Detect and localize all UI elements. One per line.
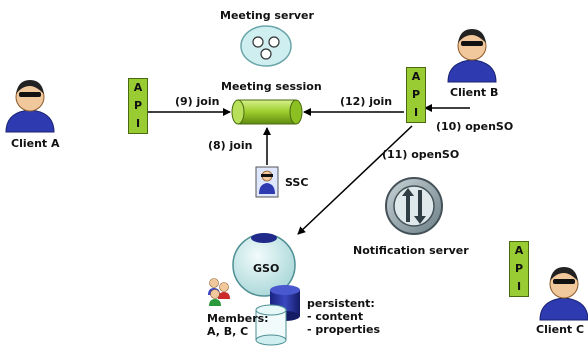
meeting-session-label: Meeting session [221, 80, 322, 93]
persistent-line: - properties [307, 323, 381, 336]
api-letter: P [133, 99, 143, 112]
persistent-line: persistent: [307, 297, 375, 310]
members-line: A, B, C [207, 325, 249, 338]
client-a-person-icon [5, 80, 55, 133]
meeting-session-pipe-icon [231, 99, 303, 125]
client-b-person-icon [447, 29, 497, 83]
persistent-line: - content [307, 310, 364, 323]
api-letter: P [411, 88, 421, 101]
notification-server-label: Notification server [353, 244, 469, 257]
api-letter: A [133, 81, 143, 94]
api-letter: A [411, 70, 421, 83]
gso-sphere-icon [232, 233, 296, 297]
api-letter: A [514, 244, 524, 257]
database-icon [255, 285, 300, 346]
gso-label: GSO [253, 262, 280, 275]
client-b-label: Client B [450, 86, 499, 99]
meeting-server-icon [240, 25, 292, 67]
members-label: Members: A, B, C [207, 312, 269, 338]
members-line: Members: [207, 312, 269, 325]
api-letter: I [516, 280, 522, 293]
client-c-person-icon [539, 267, 588, 321]
client-a-label: Client A [11, 137, 60, 150]
ssc-label: SSC [285, 176, 309, 189]
notification-server-icon [385, 177, 443, 235]
api-box-client-c: A P I [509, 241, 529, 297]
meeting-server-label: Meeting server [220, 9, 314, 22]
edge-label-open-so-10: (10) openSO [436, 120, 514, 133]
api-box-client-b: A P I [406, 67, 426, 123]
api-letter: I [135, 117, 141, 130]
api-letter: P [514, 262, 524, 275]
edge-label-join-12: (12) join [340, 95, 393, 108]
edge-open-so-11 [297, 125, 413, 235]
members-icon [208, 278, 230, 306]
persistent-label: persistent: - content - properties [307, 297, 380, 336]
client-c-label: Client C [536, 323, 585, 336]
edge-label-join-9: (9) join [175, 95, 220, 108]
api-box-client-a: A P I [128, 78, 148, 134]
ssc-icon [255, 166, 279, 198]
edge-label-join-8: (8) join [208, 139, 253, 152]
edge-label-open-so-11: (11) openSO [382, 148, 460, 161]
api-letter: I [413, 106, 419, 119]
